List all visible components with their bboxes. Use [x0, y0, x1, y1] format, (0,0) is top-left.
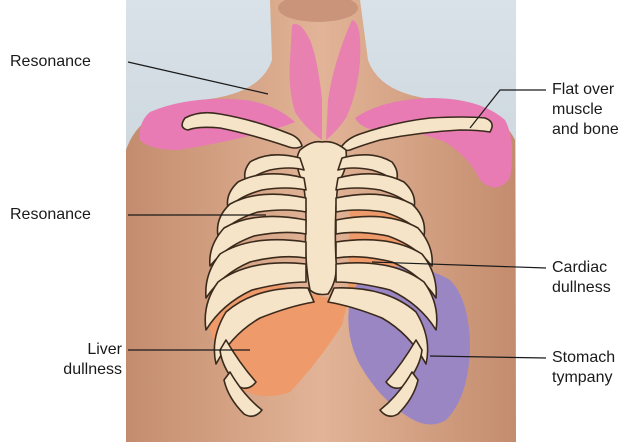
label-resonance-upper: Resonance [10, 52, 91, 72]
label-resonance-middle: Resonance [10, 205, 91, 225]
label-stomach-tympany: Stomach tympany [552, 348, 615, 388]
label-liver-dullness: Liver dullness [62, 340, 122, 380]
label-flat-over-muscle-and-bone: Flat over muscle and bone [552, 80, 619, 140]
label-cardiac-dullness: Cardiac dullness [552, 258, 611, 298]
